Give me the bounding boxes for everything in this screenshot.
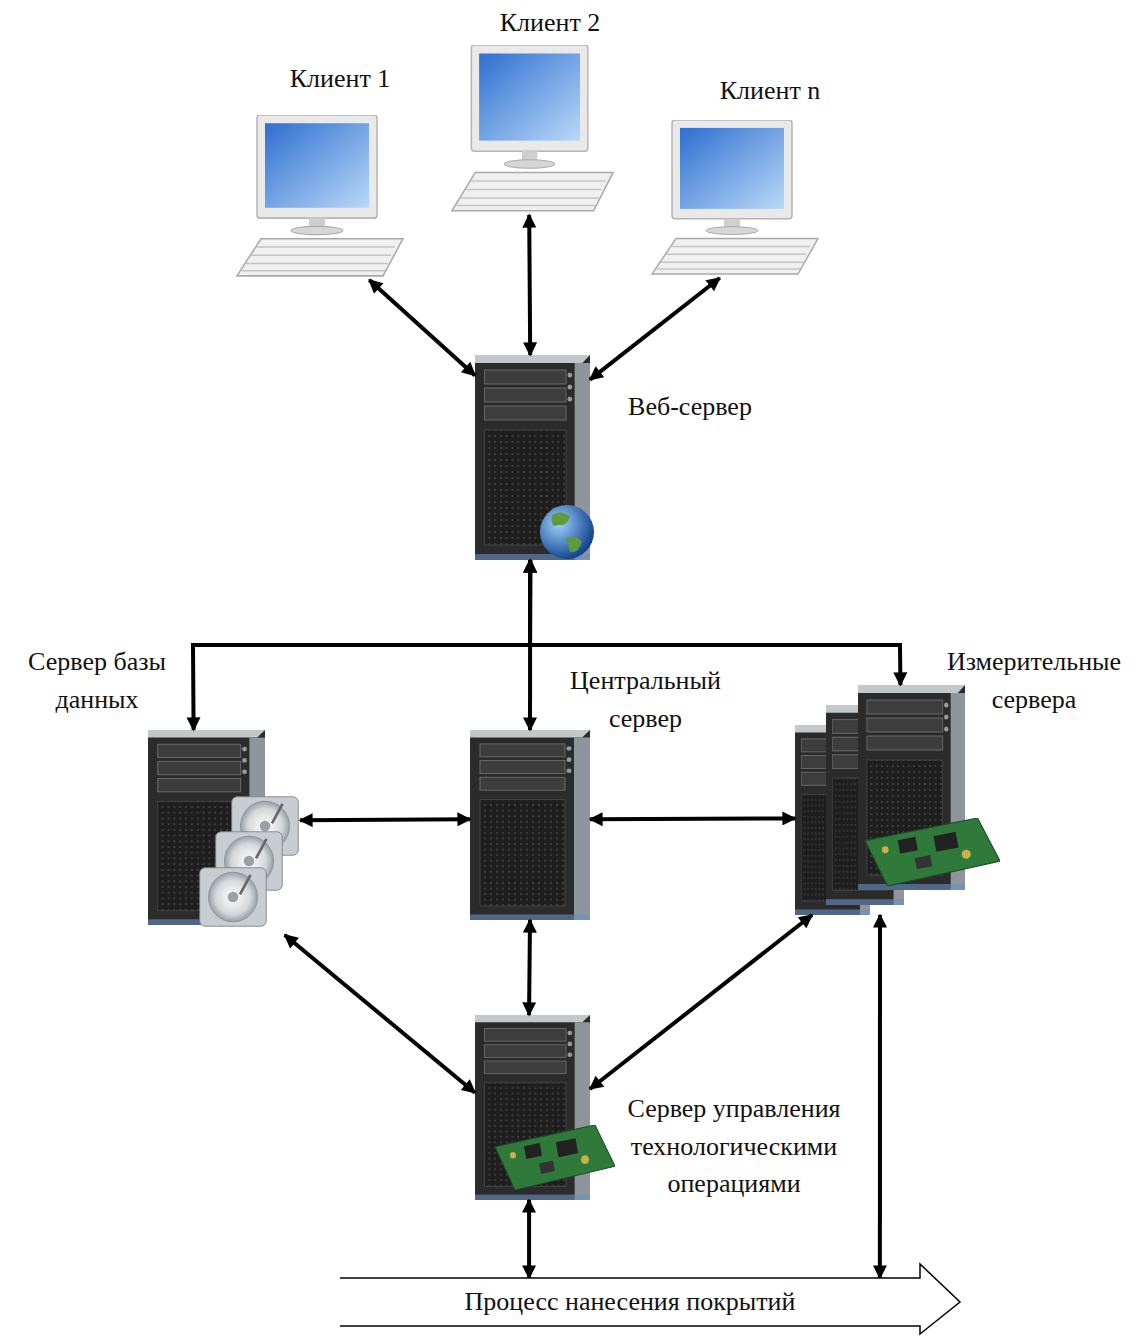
node-label: Центральный сервер xyxy=(548,662,743,737)
connector-arrow xyxy=(590,816,795,821)
node-label: Клиент n xyxy=(695,72,845,110)
computer-node: Клиент n xyxy=(650,120,820,278)
computer-node: Сервер управления технологическими опера… xyxy=(475,1015,590,1200)
connector-arrow xyxy=(193,560,530,730)
arrow-outline xyxy=(340,1264,960,1334)
node-label: Веб-сервер xyxy=(605,388,775,426)
process-arrow: Процесс нанесения покрытий xyxy=(340,1262,962,1336)
connector-arrow xyxy=(590,915,812,1089)
connector-arrow xyxy=(285,935,475,1093)
hard-disk xyxy=(200,868,267,926)
globe-icon xyxy=(540,505,594,559)
connector-arrow xyxy=(300,817,470,822)
node-label: Измерительные сервера xyxy=(930,643,1138,718)
connector-arrow xyxy=(529,215,530,355)
circuit-board xyxy=(495,1125,615,1190)
connector-arrow xyxy=(527,920,532,1015)
computer-node: Клиент 2 xyxy=(450,45,615,215)
node-label: Сервер базы данных xyxy=(12,643,182,718)
client-computer xyxy=(452,45,613,211)
connector-arrow xyxy=(527,1200,531,1278)
circuit-board xyxy=(865,818,1000,886)
connector-arrow xyxy=(590,278,720,380)
computer-node: Измерительные сервера xyxy=(795,685,965,915)
node-label: Клиент 1 xyxy=(270,60,410,98)
computer-node: Сервер базы данных xyxy=(148,730,300,935)
server-tower xyxy=(470,730,590,920)
client-computer xyxy=(652,120,818,274)
arrow-fill xyxy=(340,1264,960,1334)
computer-node: Клиент 1 xyxy=(235,115,405,280)
connector-arrow xyxy=(369,280,475,376)
computer-node: Центральный сервер xyxy=(470,730,590,920)
node-label: Сервер управления технологическими опера… xyxy=(603,1090,865,1203)
client-computer xyxy=(237,115,403,276)
node-label: Клиент 2 xyxy=(475,4,625,42)
computer-node: Веб-сервер xyxy=(475,355,590,560)
process-label: Процесс нанесения покрытий xyxy=(340,1278,920,1326)
connector-arrow xyxy=(878,915,882,1278)
